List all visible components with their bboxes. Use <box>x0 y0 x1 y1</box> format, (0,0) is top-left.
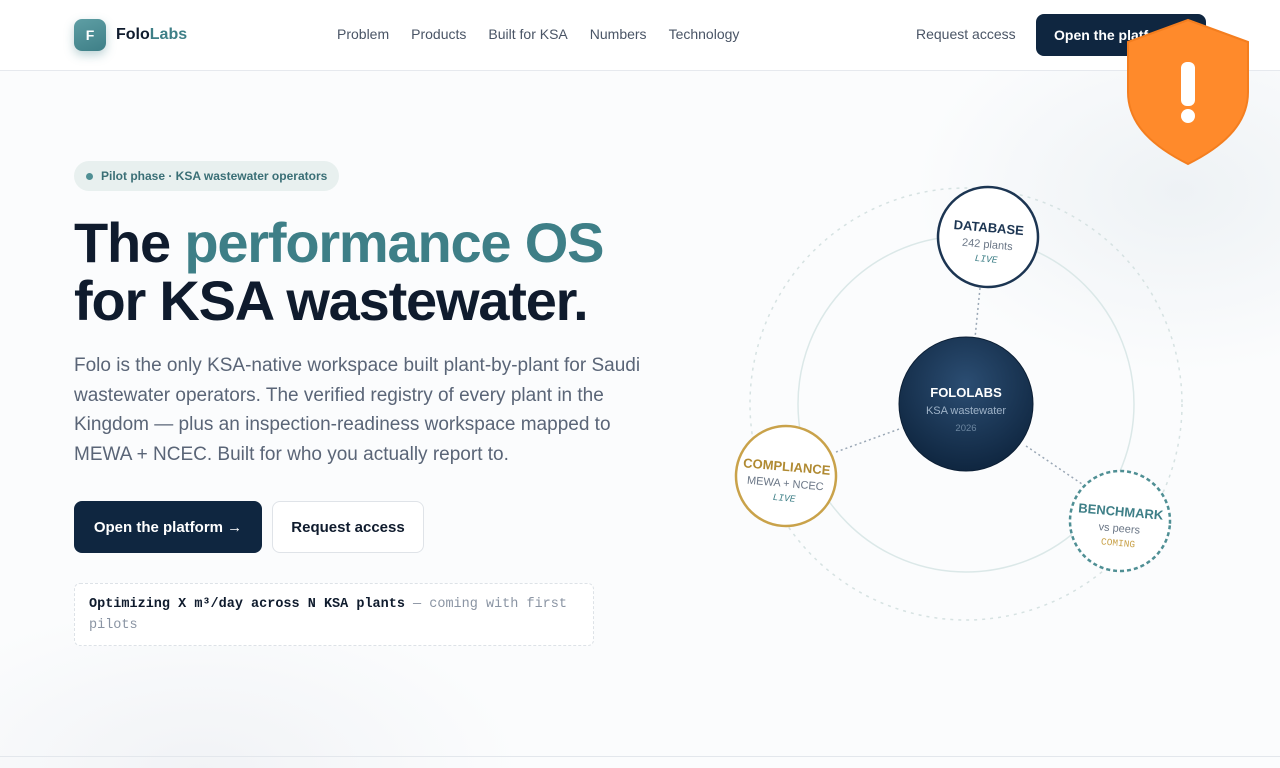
metric-rest-text: — coming with first pilots <box>89 597 567 633</box>
core-title: FOLOLABS <box>930 385 1002 400</box>
core-node[interactable]: FOLOLABS KSA wastewater 2026 <box>898 336 1034 472</box>
status-pill-label: Pilot phase · KSA wastewater operators <box>101 169 328 183</box>
status-pill: Pilot phase · KSA wastewater operators <box>74 161 340 191</box>
outer-orbit <box>749 187 1183 621</box>
benchmark-node[interactable]: BENCHMARK vs peers COMING <box>1066 467 1174 575</box>
logo-text-part2: Labs <box>149 26 188 43</box>
core-subtitle: KSA wastewater <box>926 405 1006 417</box>
brand-logo[interactable]: F FoloLabs <box>74 19 187 51</box>
request-access-button[interactable]: Request access <box>272 501 424 553</box>
nav-item-products[interactable]: Products <box>411 26 467 42</box>
status-dot-icon <box>86 173 93 180</box>
headline-accent: performance OS <box>184 211 604 274</box>
connector-database <box>974 287 981 339</box>
main-nav: Problem Products Built for KSA Numbers T… <box>337 26 739 42</box>
database-subtitle: 242 plants <box>961 237 1013 253</box>
headline-line-1: The performance OS <box>74 214 694 272</box>
nav-item-technology[interactable]: Technology <box>668 26 740 42</box>
nav-item-built-for-ksa[interactable]: Built for KSA <box>488 26 568 42</box>
connector-compliance <box>835 427 903 453</box>
nav-item-problem[interactable]: Problem <box>337 26 390 42</box>
hero-headline: The performance OS for KSA wastewater. <box>74 214 694 330</box>
database-status: LIVE <box>974 253 998 266</box>
benchmark-status: COMING <box>1101 536 1136 550</box>
benchmark-title: BENCHMARK <box>1078 500 1165 522</box>
core-year: 2026 <box>955 423 976 434</box>
metric-callout: Optimizing X m³/day across N KSA plants … <box>74 583 594 646</box>
shield-exclamation-icon[interactable] <box>1124 18 1252 166</box>
compliance-node[interactable]: COMPLIANCE MEWA + NCEC LIVE <box>732 422 840 530</box>
headline-part1: The <box>74 211 185 274</box>
nav-item-numbers[interactable]: Numbers <box>589 26 647 42</box>
database-node[interactable]: DATABASE 242 plants LIVE <box>934 183 1042 291</box>
section-divider <box>0 756 1280 757</box>
hero-lead-paragraph: Folo is the only KSA-native workspace bu… <box>74 355 641 465</box>
platform-diagram: FOLOLABS KSA wastewater 2026 DATABASE 24… <box>732 183 1183 621</box>
metric-strong-text: Optimizing X m³/day across N KSA plants <box>89 597 405 612</box>
benchmark-subtitle: vs peers <box>1098 521 1141 537</box>
open-platform-button[interactable]: Open the platform → <box>74 501 262 553</box>
connector-benchmark <box>1025 445 1083 485</box>
logo-text-part1: Folo <box>116 26 150 43</box>
headline-line-2: for KSA wastewater. <box>74 269 589 332</box>
header-request-access-link[interactable]: Request access <box>916 26 1016 42</box>
logo-text: FoloLabs <box>116 26 187 44</box>
logo-mark: F <box>74 19 106 51</box>
database-title: DATABASE <box>953 217 1025 238</box>
compliance-status: LIVE <box>772 492 796 505</box>
site-header: F FoloLabs Problem Products Built for KS… <box>0 0 1280 71</box>
